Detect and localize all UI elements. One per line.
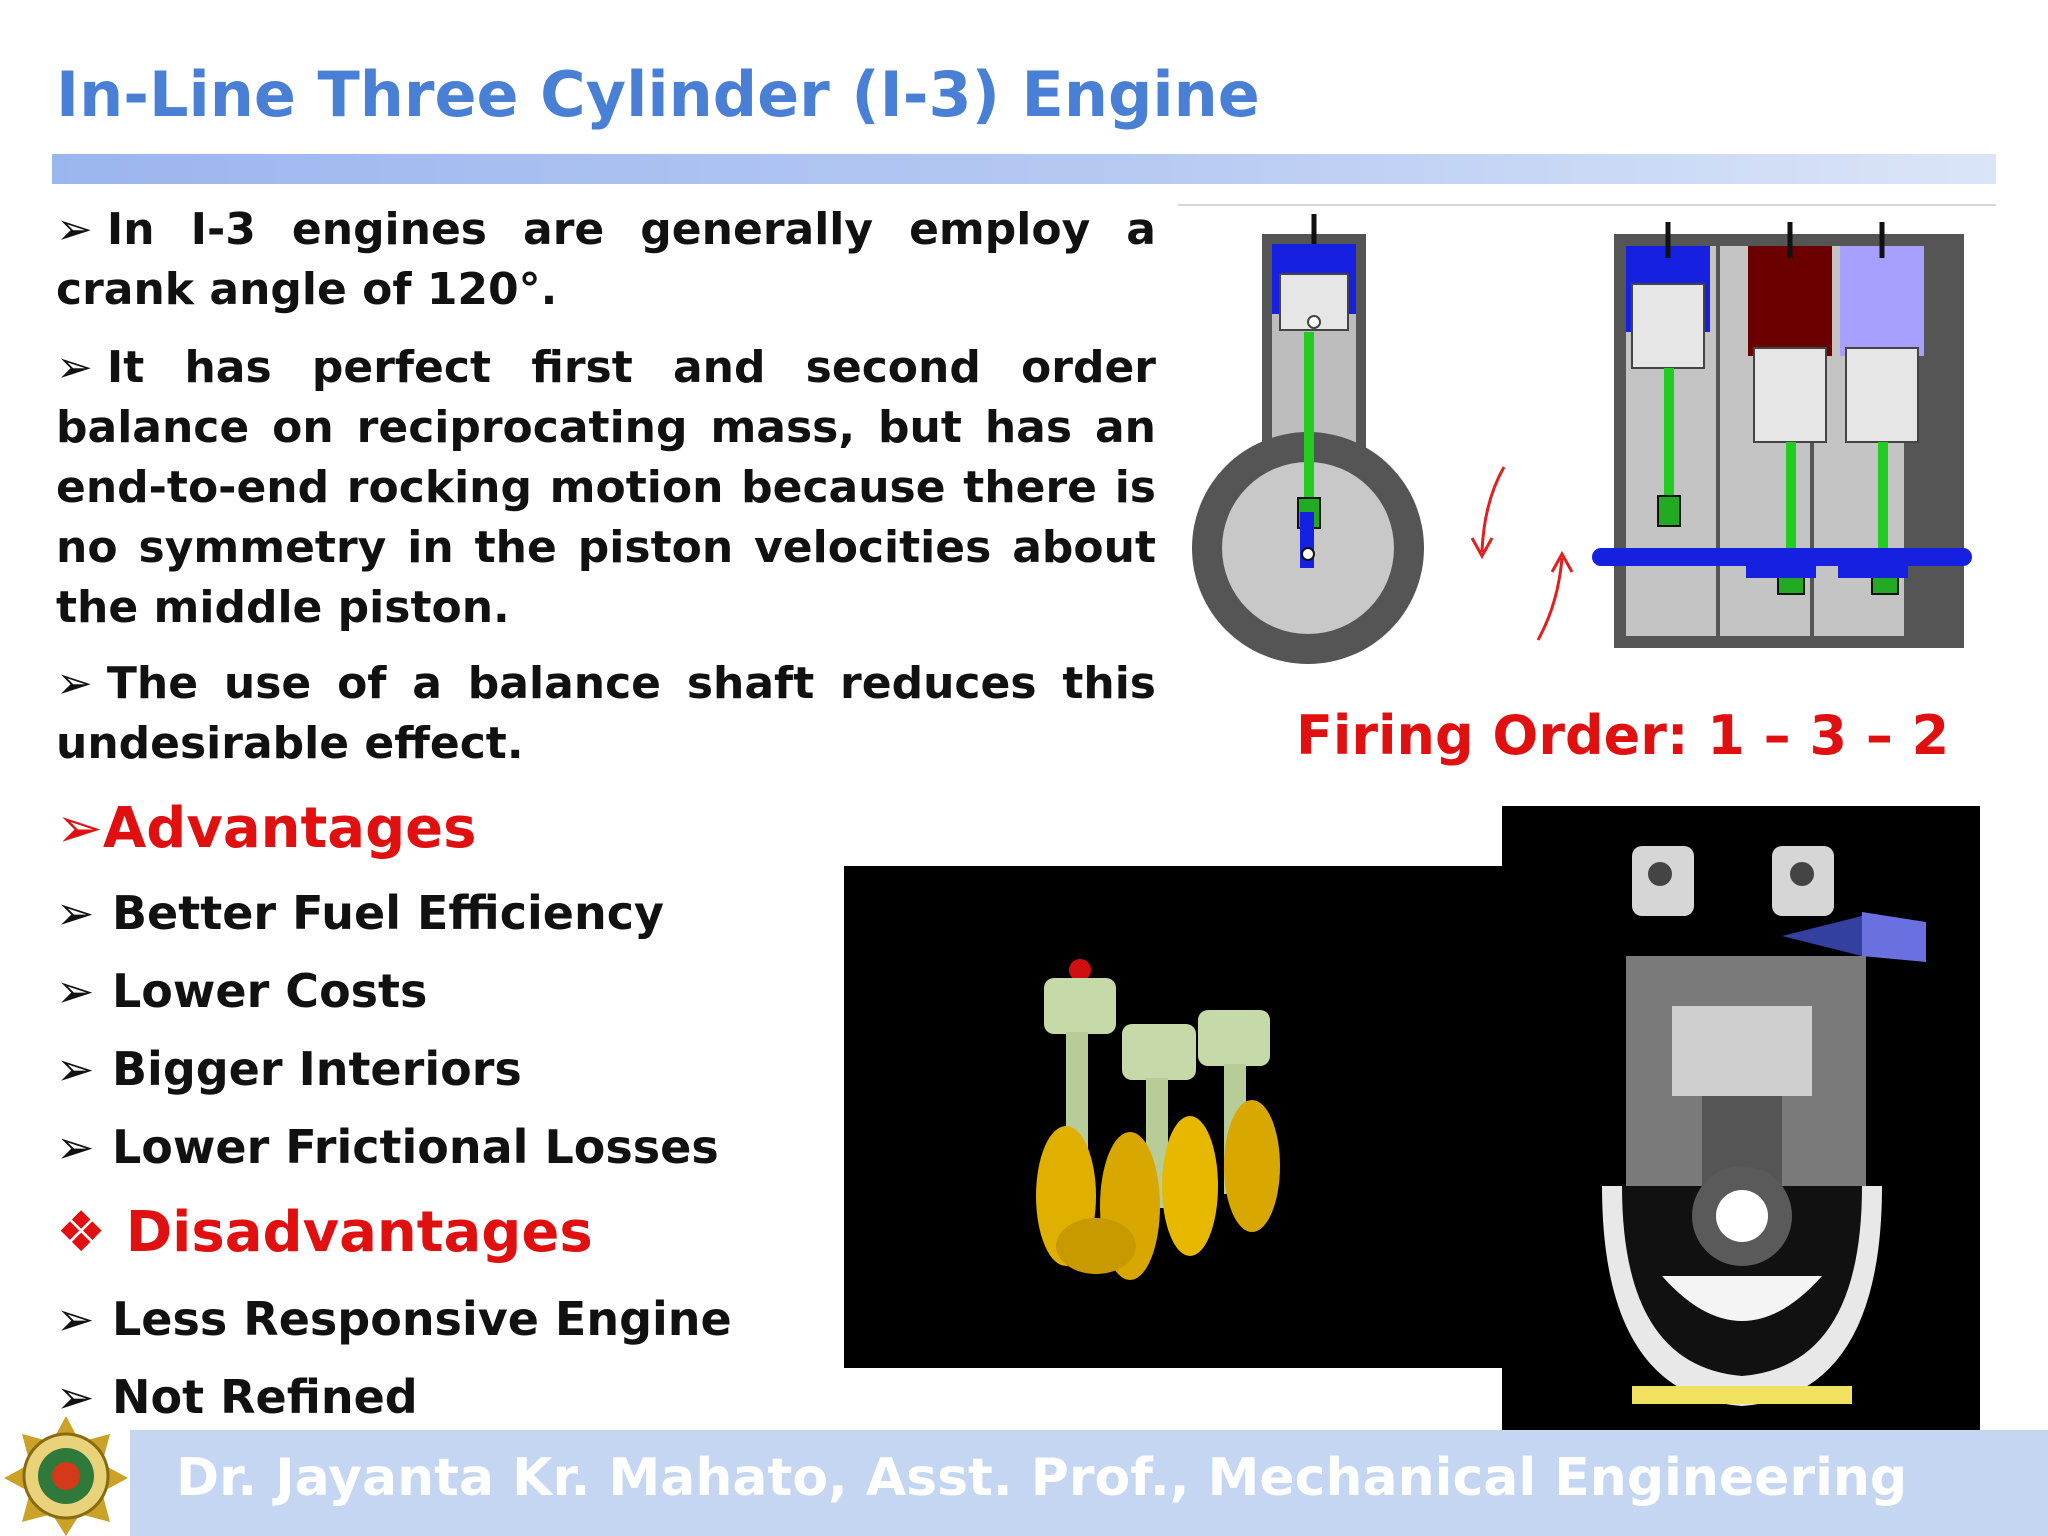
paragraph-balance-shaft: ➢The use of a balance shaft reduces this… bbox=[56, 654, 1156, 774]
arrow-bullet-icon: ➢ bbox=[56, 886, 95, 940]
list-item-text: Lower Costs bbox=[112, 964, 428, 1018]
list-item-text: Not Refined bbox=[112, 1370, 418, 1424]
list-item-text: Bigger Interiors bbox=[112, 1042, 522, 1096]
single-cylinder-illustration bbox=[1192, 214, 1424, 664]
arrow-bullet-icon: ➢ bbox=[56, 1292, 95, 1346]
divider-line bbox=[1178, 204, 1996, 206]
university-seal-icon bbox=[4, 1416, 128, 1536]
paragraph-crank-angle: ➢In I-3 engines are generally employ a c… bbox=[56, 200, 1156, 320]
paragraph-text: The use of a balance shaft reduces this … bbox=[56, 658, 1156, 769]
advantages-heading: ➢Advantages bbox=[56, 796, 477, 861]
engine-cross-section-image bbox=[1502, 806, 1980, 1442]
title-underline-bar bbox=[52, 154, 1996, 184]
list-item: ➢ Lower Costs bbox=[56, 964, 427, 1018]
disadvantages-heading: ❖ Disadvantages bbox=[56, 1200, 593, 1265]
inline-three-engine-diagram bbox=[1192, 214, 1972, 664]
arrow-bullet-icon: ➢ bbox=[56, 964, 95, 1018]
paragraph-text: In I-3 engines are generally employ a cr… bbox=[56, 204, 1156, 315]
slide-title: In-Line Three Cylinder (I-3) Engine bbox=[56, 58, 1260, 131]
footer-band bbox=[130, 1430, 2048, 1536]
arrow-bullet-icon: ➢ bbox=[56, 1042, 95, 1096]
list-item: ➢ Bigger Interiors bbox=[56, 1042, 522, 1096]
list-item: ➢ Less Responsive Engine bbox=[56, 1292, 732, 1346]
firing-order-label: Firing Order: 1 – 3 – 2 bbox=[1296, 704, 1950, 767]
arrow-bullet-icon: ➢ bbox=[56, 1120, 95, 1174]
rotation-arrow-icon bbox=[1480, 466, 1506, 553]
list-item: ➢ Not Refined bbox=[56, 1370, 418, 1424]
crankshaft-animation-image bbox=[844, 866, 1504, 1368]
list-item: ➢ Lower Frictional Losses bbox=[56, 1120, 719, 1174]
arrow-bullet-icon: ➢ bbox=[56, 1370, 95, 1424]
arrow-bullet-icon: ➢ bbox=[56, 342, 93, 393]
list-item-text: Lower Frictional Losses bbox=[112, 1120, 719, 1174]
three-cylinder-illustration bbox=[1592, 222, 1972, 648]
arrow-bullet-icon: ➢ bbox=[56, 658, 93, 709]
rotation-arrow-icon bbox=[1536, 557, 1564, 641]
paragraph-balance: ➢It has perfect first and second order b… bbox=[56, 338, 1156, 638]
paragraph-text: It has perfect first and second order ba… bbox=[56, 342, 1156, 633]
list-item-text: Less Responsive Engine bbox=[112, 1292, 732, 1346]
list-item-text: Better Fuel Efficiency bbox=[112, 886, 664, 940]
footer-author: Dr. Jayanta Kr. Mahato, Asst. Prof., Mec… bbox=[176, 1448, 1908, 1508]
arrow-bullet-icon: ➢ bbox=[56, 204, 93, 255]
list-item: ➢ Better Fuel Efficiency bbox=[56, 886, 664, 940]
